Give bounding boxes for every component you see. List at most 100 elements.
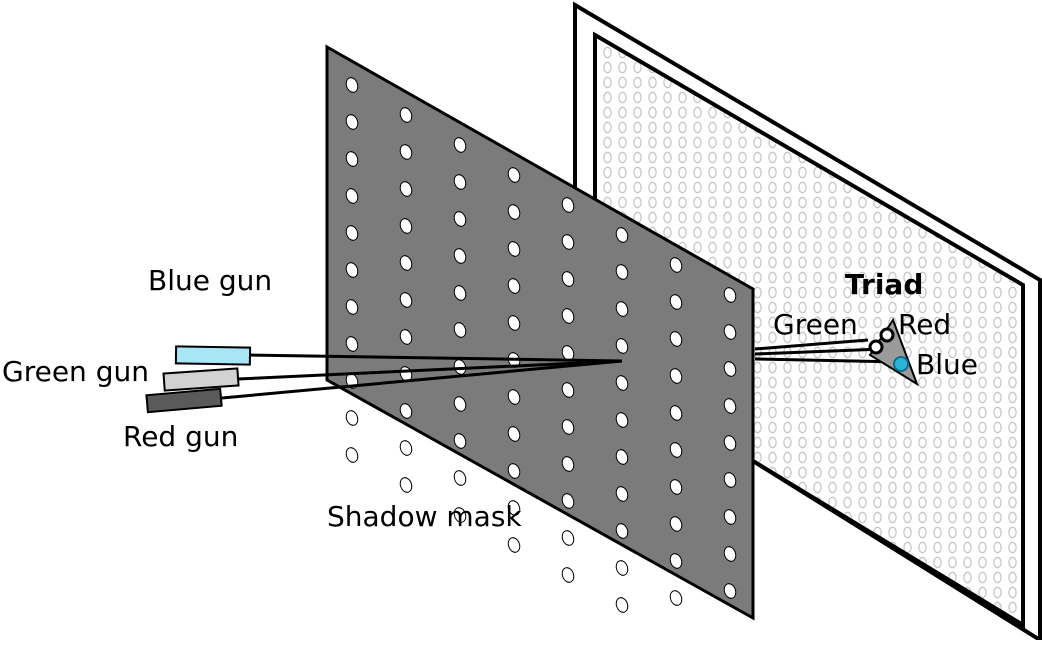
mask-hole [561, 271, 575, 287]
mask-hole [507, 241, 521, 257]
green-gun-label: Green gun [2, 355, 149, 388]
mask-hole [345, 299, 359, 315]
electron-beams [221, 338, 901, 400]
shadow-mask-plate [325, 44, 755, 621]
mask-hole [399, 403, 413, 419]
mask-hole [615, 523, 629, 539]
mask-hole [345, 188, 359, 204]
green-beam [237, 359, 623, 381]
mask-hole [723, 287, 737, 303]
mask-hole [345, 151, 359, 167]
mask-hole [723, 546, 737, 562]
mask-hole [507, 463, 521, 479]
mask-hole [453, 174, 467, 190]
mask-hole [615, 264, 629, 280]
triad-blue-dot [893, 356, 909, 372]
mask-hole [723, 361, 737, 377]
mask-hole [507, 204, 521, 220]
mask-hole [453, 507, 467, 523]
mask-hole [345, 262, 359, 278]
triad-red-label: Red [898, 308, 952, 341]
mask-hole [399, 255, 413, 271]
mask-hole [615, 301, 629, 317]
mask-hole [399, 107, 413, 123]
mask-hole [615, 486, 629, 502]
mask-hole [507, 389, 521, 405]
mask-hole [615, 338, 629, 354]
mask-hole [561, 419, 575, 435]
mask-hole [507, 426, 521, 442]
mask-hole [345, 225, 359, 241]
mask-hole [615, 597, 629, 613]
mask-hole [507, 537, 521, 553]
mask-hole [615, 449, 629, 465]
mask-hole [615, 560, 629, 576]
mask-hole [561, 493, 575, 509]
mask-hole [453, 137, 467, 153]
mask-hole [723, 583, 737, 599]
mask-hole [345, 77, 359, 93]
mask-hole [669, 590, 683, 606]
mask-hole [453, 322, 467, 338]
green-beam-exit [754, 347, 884, 356]
shadow-mask-holes [345, 77, 737, 613]
red-gun-body [145, 387, 223, 414]
triad-label: Triad [845, 268, 924, 301]
mask-hole [723, 509, 737, 525]
mask-hole [561, 456, 575, 472]
mask-hole [723, 435, 737, 451]
mask-hole [399, 292, 413, 308]
mask-hole [453, 470, 467, 486]
shadow-mask-label: Shadow mask [327, 500, 522, 533]
triad-red-dot [879, 327, 895, 343]
mask-hole [615, 412, 629, 428]
triad-blue-label: Blue [916, 348, 978, 381]
blue-gun-label: Blue gun [148, 264, 273, 297]
mask-hole [669, 553, 683, 569]
red-beam [221, 359, 623, 400]
mask-hole [723, 472, 737, 488]
shadow-mask [325, 44, 755, 621]
mask-hole [669, 405, 683, 421]
mask-hole [669, 257, 683, 273]
blue-beam [249, 353, 623, 363]
mask-hole [669, 516, 683, 532]
mask-hole [399, 181, 413, 197]
mask-hole [669, 368, 683, 384]
mask-hole [399, 440, 413, 456]
mask-hole [561, 308, 575, 324]
mask-hole [453, 248, 467, 264]
electron-guns [145, 345, 252, 414]
phosphor-triad [868, 317, 919, 387]
mask-hole [453, 396, 467, 412]
mask-hole [453, 433, 467, 449]
blue-beam-exit [754, 338, 869, 351]
mask-hole [723, 324, 737, 340]
blue-gun-body [174, 345, 252, 366]
red-gun-label: Red gun [123, 420, 239, 453]
mask-hole [345, 447, 359, 463]
mask-hole [345, 336, 359, 352]
mask-hole [561, 530, 575, 546]
mask-hole [453, 211, 467, 227]
mask-hole [345, 114, 359, 130]
mask-hole [669, 442, 683, 458]
mask-hole [345, 410, 359, 426]
green-gun-body [162, 367, 240, 392]
mask-hole [723, 398, 737, 414]
mask-hole [453, 285, 467, 301]
mask-hole [561, 382, 575, 398]
mask-hole [507, 278, 521, 294]
mask-hole [669, 479, 683, 495]
mask-hole [561, 234, 575, 250]
mask-hole [399, 218, 413, 234]
mask-hole [615, 375, 629, 391]
mask-hole [507, 315, 521, 331]
triad-green-label: Green [773, 308, 858, 341]
mask-hole [615, 227, 629, 243]
mask-hole [507, 167, 521, 183]
mask-hole [399, 144, 413, 160]
mask-hole [399, 329, 413, 345]
